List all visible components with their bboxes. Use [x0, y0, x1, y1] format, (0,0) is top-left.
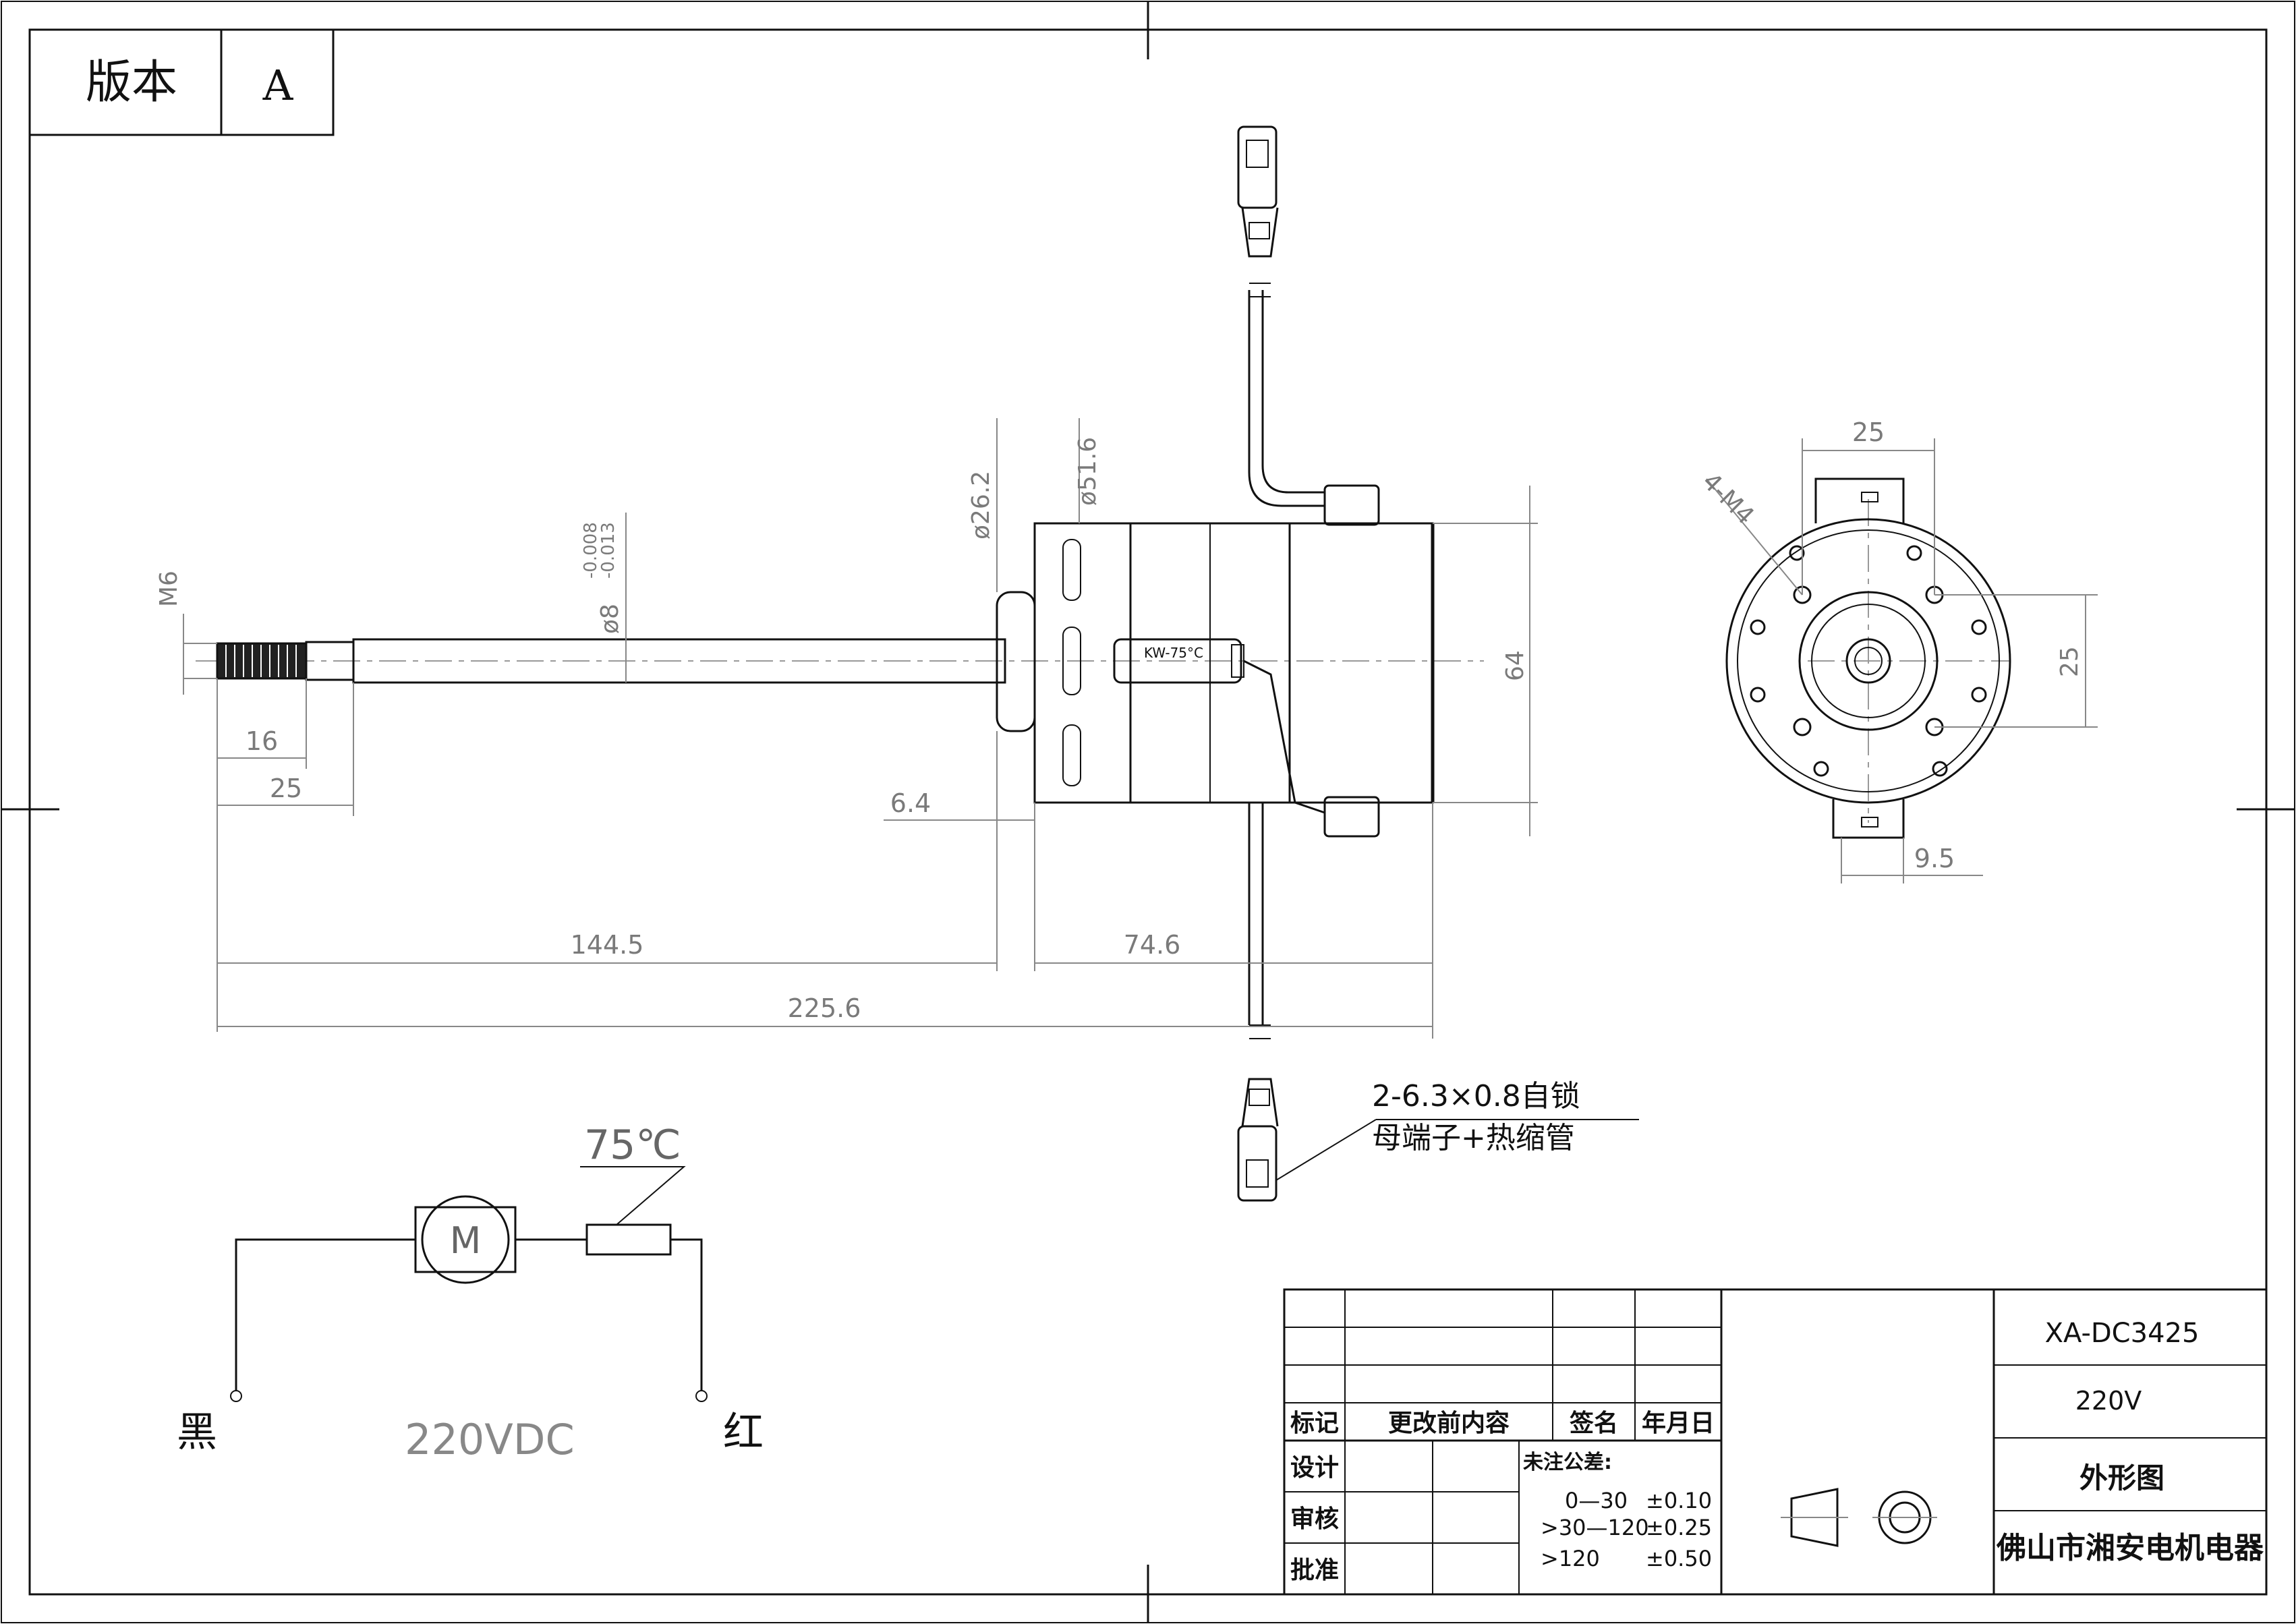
dim-shaft-dia: ø8 [596, 604, 624, 634]
dim-pitch-v: 25 [2056, 646, 2084, 677]
wire-sleeve-top [1323, 484, 1380, 526]
dim-tab-width: 9.5 [1914, 844, 1955, 873]
tol-range-3: >120 [1541, 1546, 1600, 1571]
rev-header-date: 年月日 [1642, 1410, 1715, 1437]
tol-range-1: 0—30 [1565, 1488, 1628, 1513]
terminal-note: 2-6.3×0.8自锁 母端子+热缩管 [1275, 1079, 1639, 1181]
model-number: XA-DC3425 [2045, 1318, 2200, 1349]
wire-sleeve-bottom [1323, 796, 1380, 838]
thermal-protector [1113, 638, 1242, 684]
dim-body-length: 74.6 [1124, 930, 1181, 960]
wire-black: 黑 [177, 1409, 217, 1456]
mounting-tab-top [1814, 477, 1905, 523]
tol-value-3: ±0.50 [1646, 1546, 1712, 1571]
lead-wire-bottom [1243, 660, 1325, 814]
end-cap [1033, 522, 1132, 804]
terminal-top [1237, 125, 1279, 297]
terminal-note-line1: 2-6.3×0.8自锁 [1372, 1079, 1580, 1113]
rev-header-sign: 签名 [1570, 1410, 1618, 1437]
wire-red: 红 [723, 1409, 764, 1456]
rev-header-content: 更改前内容 [1388, 1410, 1510, 1437]
front-view: KW-75°C [155, 125, 1538, 1202]
protector-label: KW-75°C [1144, 645, 1203, 661]
drawing-frame [28, 28, 2268, 1596]
supply-voltage: 220VDC [405, 1415, 575, 1464]
dim-body-dia: ø51.6 [1074, 437, 1101, 506]
role-approve: 批准 [1290, 1557, 1339, 1584]
tolerance-title: 未注公差: [1523, 1451, 1612, 1474]
dim-shaft-length: 144.5 [571, 930, 644, 960]
terminal-note-line2: 母端子+热缩管 [1372, 1121, 1575, 1155]
wiring-schematic: M 75℃ 黑 红 220VDC [177, 1122, 764, 1464]
rev-header-mark: 标记 [1290, 1410, 1339, 1437]
revision-value: A [262, 61, 294, 110]
dim-shaft-step: 25 [270, 774, 302, 803]
end-view: 4-M4 25 25 9.5 [1697, 417, 2098, 883]
tol-value-2: ±0.25 [1646, 1515, 1712, 1540]
role-review: 审核 [1290, 1505, 1339, 1533]
tol-range-2: >30—120 [1541, 1515, 1649, 1540]
dim-pitch-h: 25 [1852, 417, 1885, 447]
rear-housing [1288, 522, 1434, 804]
motor-symbol-label: M [450, 1219, 482, 1262]
mounting-tab-bottom [1832, 799, 1905, 839]
lead-wire-top [1248, 290, 1325, 507]
dim-tol-lower: -0.013 [598, 522, 619, 579]
terminal-bottom [1237, 1024, 1279, 1202]
dim-flange-offset: 6.4 [890, 788, 931, 818]
rated-voltage: 220V [2075, 1386, 2142, 1416]
dim-body-height: 64 [1501, 650, 1529, 681]
revision-box: 版本 A [28, 28, 335, 136]
tol-value-1: ±0.10 [1646, 1488, 1712, 1513]
dim-flange-dia: ø26.2 [967, 471, 995, 540]
revision-label: 版本 [86, 56, 177, 109]
end-view-shaft [1845, 638, 1891, 684]
role-design: 设计 [1290, 1454, 1339, 1482]
dim-bolt-spec: 4-M4 [1697, 467, 1760, 530]
end-view-outline [1725, 518, 2011, 804]
company-name: 佛山市湘安电机电器 [1996, 1531, 2264, 1565]
title-block: 标记 更改前内容 签名 年月日 设计 审核 批准 未注公差: 0—30 ±0.1… [1283, 1288, 2268, 1596]
projection-symbol-icon [1781, 1488, 1937, 1547]
motor-symbol [421, 1195, 510, 1284]
dim-thread: M6 [155, 571, 183, 607]
protector-temp: 75℃ [584, 1122, 681, 1169]
dim-total-length: 225.6 [788, 993, 861, 1023]
dim-thread-length: 16 [246, 726, 278, 756]
protector-symbol [585, 1223, 672, 1256]
drawing-name: 外形图 [2079, 1461, 2164, 1495]
dimension-lines [183, 418, 1538, 1039]
dim-tol-upper: -0.008 [581, 522, 601, 579]
